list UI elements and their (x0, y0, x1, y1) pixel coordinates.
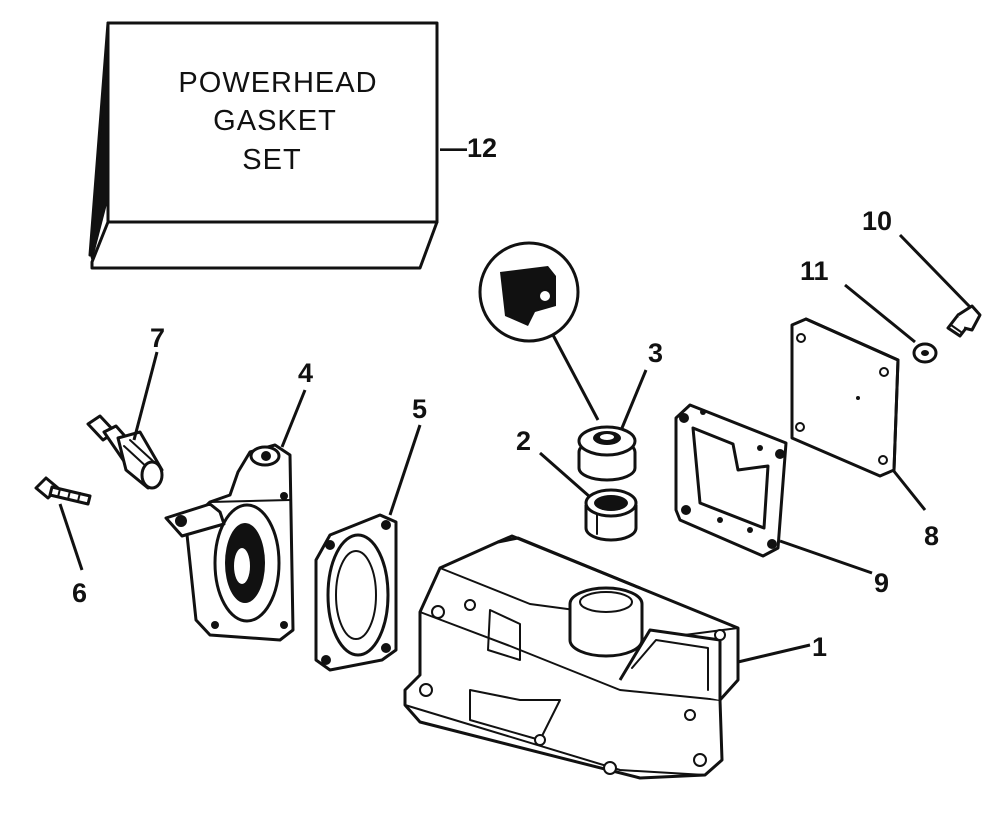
callout-4: 4 (298, 358, 313, 388)
callout-11: 11 (800, 256, 829, 286)
bushing-part-2 (584, 488, 638, 542)
callout-1: 1 (812, 632, 827, 662)
powerhead-gasket-set-box: POWERHEAD GASKET SET (88, 21, 439, 270)
callout-2: 2 (516, 426, 531, 456)
callout-12: —12 (440, 133, 497, 163)
callout-5: 5 (412, 394, 427, 424)
gasket-part-5 (314, 513, 398, 672)
callout-7: 7 (150, 323, 165, 353)
washer-part-11 (912, 342, 938, 364)
end-cap-housing-part-4 (164, 443, 295, 642)
box-label-line-3: SET (242, 144, 301, 176)
box-label-line-1: POWERHEAD (178, 67, 377, 99)
callout-6: 6 (72, 578, 87, 608)
sender-fitting-part-7 (86, 414, 164, 490)
callout-9: 9 (874, 568, 889, 598)
gasket-part-9 (674, 403, 788, 558)
seal-part-3 (577, 425, 637, 482)
main-housing-part-1 (403, 534, 740, 780)
callout-8: 8 (924, 521, 939, 551)
cover-plate-part-8 (790, 317, 900, 478)
callout-10: 10 (862, 206, 892, 236)
seal-detail-inset (478, 241, 600, 421)
bolt-part-6 (34, 476, 92, 506)
box-label-line-2: GASKET (213, 105, 337, 137)
screw-part-10 (946, 304, 982, 338)
callout-3: 3 (648, 338, 663, 368)
